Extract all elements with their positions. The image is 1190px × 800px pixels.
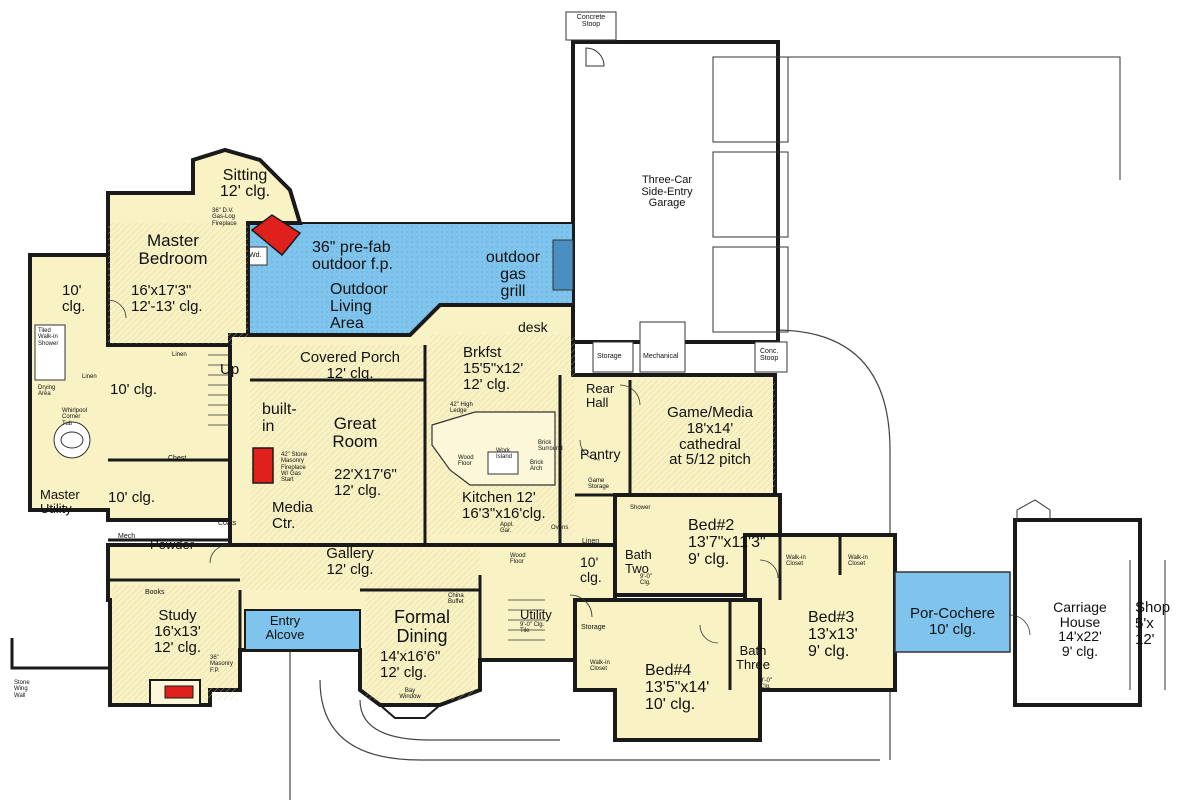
bath-two-clg-label: 9'-0" Clg. — [640, 574, 652, 587]
shower-label: Tiled Walk-in Shower — [38, 328, 59, 347]
por-cochere-label: Por-Cochere 10' clg. — [909, 605, 996, 638]
breakfast-label: Brkfst 15'5"x12' 12' clg. — [463, 344, 524, 393]
game-media-label: Game/Media 18'x14' cathedral at 5/12 pit… — [667, 404, 753, 469]
mech-label: Mech — [118, 533, 136, 540]
kitchen-label: Kitchen 12' 16'3"x16'clg. — [462, 489, 546, 522]
sitting-label: Sitting — [222, 167, 268, 184]
chest-label: Chest — [168, 455, 187, 462]
master-utility-label: Master Utility — [40, 487, 80, 516]
whirlpool-label: Whirlpool Corner Tub — [62, 408, 88, 427]
media-center-label: Media Ctr. — [272, 499, 313, 532]
master-bedroom-dims: 16'x17'3" 12'-13' clg. — [131, 282, 203, 315]
bath-two-label: Bath Two — [625, 547, 652, 576]
garage-label: Three-Car Side-Entry Garage — [641, 174, 693, 210]
china-buffet-label: China Buffet — [448, 593, 464, 606]
storage-top-label: Storage — [597, 353, 622, 360]
masonry-fireplace-label: 36" Masonry F.P. — [210, 655, 234, 674]
prefab-fireplace-label: 36" pre-fab outdoor f.p. — [312, 239, 393, 273]
walk-in-closet-b-label: Walk-in Closet — [848, 555, 868, 568]
gallery-label: Gallery 12' clg. — [326, 545, 374, 578]
brick-arch-label: Brick Arch — [530, 460, 544, 473]
coats-label: Coats — [218, 520, 237, 527]
bed4-label: Bed#4 13'5"x14' 10' clg. — [645, 662, 710, 713]
books-label: Books — [145, 589, 165, 596]
bed3-label: Bed#3 13'x13' 9' clg. — [808, 609, 858, 660]
linen-label-b: Linen — [172, 352, 187, 358]
bath-10-clg-label: 10' clg. — [110, 381, 158, 398]
garage-shape — [565, 11, 1121, 373]
bath-three-label: Bath Three — [736, 643, 770, 672]
wood-floor-label-b: Wood Floor — [510, 553, 526, 566]
driveway-lines — [289, 329, 891, 800]
powder-label: Powder — [150, 537, 195, 552]
ovens-label: Ovens — [551, 525, 569, 531]
shower-b-label: Shower — [630, 505, 651, 511]
shop-label: Shop 5'x 12' — [1135, 599, 1171, 648]
mechanical-label: Mechanical — [643, 353, 679, 360]
linen-label-a: Linen — [82, 374, 97, 380]
work-island-label: Work Island — [496, 448, 513, 461]
bed2-label: Bed#2 13'7"x11'3" 9' clg. — [688, 517, 766, 568]
stone-wing-wall-label: Stone Wing Wall — [14, 680, 30, 699]
stairs-up-label: Up — [220, 361, 240, 378]
bath-three-clg-label: 9'-0" Clg. — [760, 678, 772, 691]
built-in-label: built- in — [262, 401, 297, 435]
master-bedroom-label: Master Bedroom — [138, 231, 208, 268]
concrete-stoop-top-label: Concrete Stoop — [576, 14, 606, 29]
walk-in-closet-c-label: Walk-in Closet — [590, 660, 610, 673]
por-cochere-shape — [894, 571, 1011, 653]
outdoor-grill-label: outdoor gas grill — [485, 249, 541, 300]
formal-dining-label: Formal Dining — [393, 607, 450, 646]
entry-alcove-shape — [244, 609, 361, 651]
game-storage-label: Game Storage — [588, 478, 610, 491]
great-room-label: Great Room — [332, 414, 378, 451]
bay-window-label: Bay Window — [399, 688, 421, 701]
stone-fireplace-label: 42" Stone Masonry Fireplace W/ Gas Start — [281, 452, 308, 484]
pantry-label: Pantry — [580, 446, 621, 462]
brick-surround-label: Brick Surround — [538, 440, 563, 453]
appliance-garage-label: Appl. Gar. — [500, 522, 514, 535]
linen-label-c: Linen — [582, 538, 600, 545]
wood-floor-label-a: Wood Floor — [458, 455, 474, 468]
study-label: Study 16'x13' 12' clg. — [153, 607, 202, 656]
hall-10-clg-label: 10' clg. — [580, 554, 602, 585]
conc-stoop-right-label: Conc. Stoop — [760, 348, 779, 363]
utility-clg-label: 9'-0" Clg. Tile — [520, 622, 545, 635]
drying-area-label: Drying Area — [38, 385, 56, 398]
rear-hall-label: Rear Hall — [586, 381, 615, 410]
closet-10-clg-label: 10' clg. — [62, 282, 86, 315]
sitting-clg-label: 12' clg. — [219, 183, 271, 200]
ledge-label: 42" High Ledge — [450, 402, 473, 415]
entry-alcove-label: Entry Alcove — [265, 613, 305, 642]
outdoor-living-label: Outdoor Living Area — [330, 281, 388, 332]
covered-porch-label: Covered Porch 12' clg. — [299, 349, 401, 382]
storage-mid-label: Storage — [581, 624, 606, 631]
door-swings — [107, 299, 1031, 644]
desk-label: desk — [518, 319, 548, 335]
utility-10-clg-label: 10' clg. — [108, 489, 156, 506]
dv-fireplace-label: 36" D.V. Gas-Log Fireplace — [212, 208, 237, 227]
carriage-house-shape — [1013, 499, 1166, 707]
utility-label: Utility — [520, 607, 552, 622]
fireplace-shapes — [164, 214, 302, 699]
formal-dining-dims: 14'x16'6" 12' clg. — [380, 648, 441, 681]
walk-in-closet-a-label: Walk-in Closet — [786, 555, 806, 568]
wd-label: Wd. — [249, 252, 262, 259]
house-floor — [10, 147, 897, 742]
carriage-house-label: Carriage House 14'x22' 9' clg. — [1053, 599, 1107, 660]
great-room-dims: 22'X17'6" 12' clg. — [334, 466, 397, 499]
